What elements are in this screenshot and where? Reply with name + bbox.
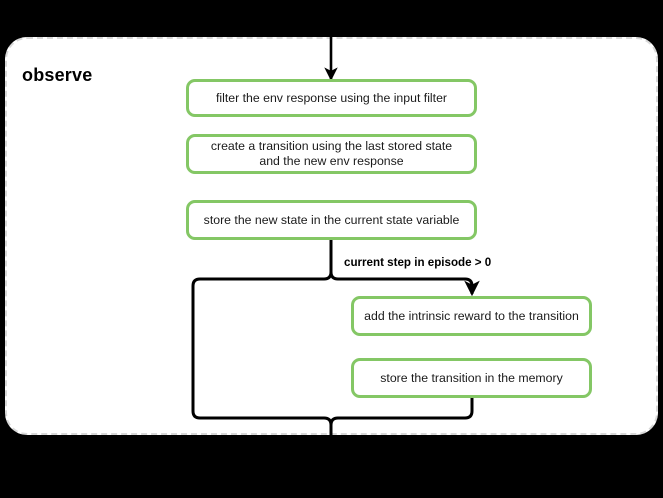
node-store-state[interactable]: store the new state in the current state… [186, 200, 477, 240]
node-filter-env[interactable]: filter the env response using the input … [186, 79, 477, 117]
scope-title-observe: observe [22, 65, 93, 85]
edge-label-condition: current step in episode > 0 [344, 256, 492, 269]
node-add-intrinsic-reward[interactable]: add the intrinsic reward to the transiti… [351, 296, 592, 336]
node-store-transition[interactable]: store the transition in the memory [351, 358, 592, 398]
node-create-transition[interactable]: create a transition using the last store… [186, 134, 477, 174]
